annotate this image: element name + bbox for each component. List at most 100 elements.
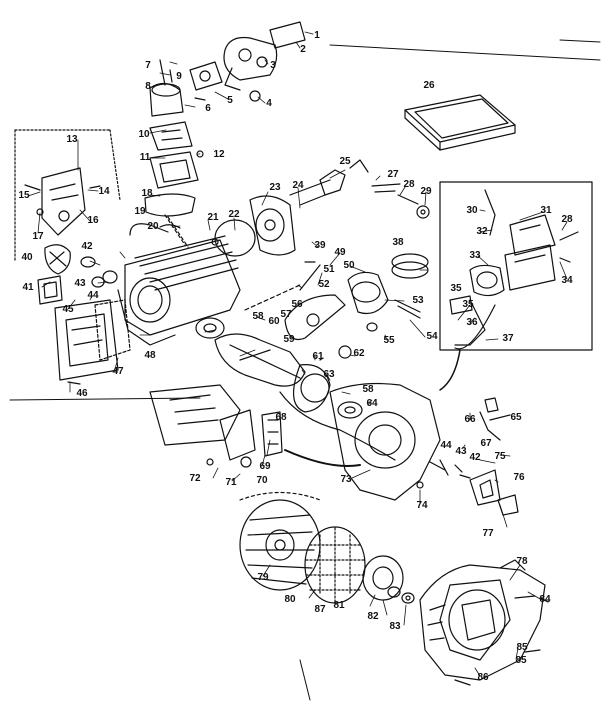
callout-80[interactable]: 80 bbox=[284, 594, 296, 605]
callout-59[interactable]: 59 bbox=[283, 334, 295, 345]
callout-70[interactable]: 70 bbox=[256, 475, 268, 486]
callout-44[interactable]: 44 bbox=[87, 290, 99, 301]
callout-31[interactable]: 31 bbox=[540, 205, 552, 216]
callout-67[interactable]: 67 bbox=[480, 438, 492, 449]
callout-56[interactable]: 56 bbox=[291, 299, 303, 310]
crankcase-group bbox=[149, 364, 519, 516]
callout-55[interactable]: 55 bbox=[383, 335, 395, 346]
callout-48[interactable]: 48 bbox=[144, 350, 156, 361]
callout-13[interactable]: 13 bbox=[66, 134, 78, 145]
callout-35[interactable]: 35 bbox=[450, 283, 462, 294]
callout-26[interactable]: 26 bbox=[423, 80, 435, 91]
callout-7[interactable]: 7 bbox=[145, 60, 151, 71]
callout-75[interactable]: 75 bbox=[494, 451, 506, 462]
callout-18[interactable]: 18 bbox=[141, 188, 153, 199]
callout-34[interactable]: 34 bbox=[561, 275, 573, 286]
callout-52[interactable]: 52 bbox=[318, 279, 330, 290]
callout-85[interactable]: 85 bbox=[515, 655, 527, 666]
callout-87[interactable]: 87 bbox=[314, 604, 326, 615]
handle-bracket-group bbox=[14, 129, 131, 385]
callout-27[interactable]: 27 bbox=[387, 169, 399, 180]
callout-69[interactable]: 69 bbox=[259, 461, 271, 472]
callout-65[interactable]: 65 bbox=[510, 412, 522, 423]
callout-37[interactable]: 37 bbox=[502, 333, 514, 344]
callout-42[interactable]: 42 bbox=[81, 241, 93, 252]
callout-4[interactable]: 4 bbox=[266, 98, 272, 109]
callout-83[interactable]: 83 bbox=[389, 621, 401, 632]
callout-42-crankcase[interactable]: 42 bbox=[469, 452, 481, 463]
callout-74[interactable]: 74 bbox=[416, 500, 428, 511]
callout-24[interactable]: 24 bbox=[292, 180, 304, 191]
callout-45[interactable]: 45 bbox=[62, 304, 74, 315]
callout-84[interactable]: 84 bbox=[539, 594, 551, 605]
callout-51[interactable]: 51 bbox=[323, 264, 335, 275]
callout-33[interactable]: 33 bbox=[469, 250, 481, 261]
leader-lines bbox=[27, 31, 568, 677]
callout-10[interactable]: 10 bbox=[138, 129, 150, 140]
callout-61[interactable]: 61 bbox=[312, 351, 324, 362]
callout-32[interactable]: 32 bbox=[476, 226, 488, 237]
callout-68[interactable]: 68 bbox=[275, 412, 287, 423]
callout-71[interactable]: 71 bbox=[225, 477, 237, 488]
callout-57[interactable]: 57 bbox=[280, 309, 292, 320]
callout-38[interactable]: 38 bbox=[392, 237, 404, 248]
callout-28[interactable]: 28 bbox=[403, 179, 415, 190]
callout-46[interactable]: 46 bbox=[76, 388, 88, 399]
callout-64[interactable]: 64 bbox=[366, 398, 378, 409]
callout-53[interactable]: 53 bbox=[412, 295, 424, 306]
callout-81[interactable]: 81 bbox=[333, 600, 345, 611]
carburetor-group bbox=[144, 21, 306, 248]
callout-44-crankcase[interactable]: 44 bbox=[440, 440, 452, 451]
callout-60[interactable]: 60 bbox=[268, 316, 280, 327]
callout-62[interactable]: 62 bbox=[353, 348, 365, 359]
callout-3[interactable]: 3 bbox=[270, 60, 276, 71]
callout-79[interactable]: 79 bbox=[257, 572, 269, 583]
callout-82[interactable]: 82 bbox=[367, 611, 379, 622]
callout-35-ignition[interactable]: 35 bbox=[462, 299, 474, 310]
callout-43[interactable]: 43 bbox=[74, 278, 86, 289]
callout-15[interactable]: 15 bbox=[18, 190, 30, 201]
callout-12[interactable]: 12 bbox=[213, 149, 225, 160]
callout-39[interactable]: 39 bbox=[314, 240, 326, 251]
callout-40[interactable]: 40 bbox=[21, 252, 33, 263]
callout-23[interactable]: 23 bbox=[269, 182, 281, 193]
callout-43-crankcase[interactable]: 43 bbox=[455, 446, 467, 457]
callout-17[interactable]: 17 bbox=[32, 231, 44, 242]
callout-5[interactable]: 5 bbox=[227, 95, 233, 106]
callout-1[interactable]: 1 bbox=[314, 30, 320, 41]
callout-22[interactable]: 22 bbox=[228, 209, 240, 220]
callout-58[interactable]: 58 bbox=[252, 311, 264, 322]
page-edge-lines bbox=[9, 39, 601, 701]
callout-16[interactable]: 16 bbox=[87, 215, 99, 226]
callout-54[interactable]: 54 bbox=[426, 331, 438, 342]
callout-66[interactable]: 66 bbox=[464, 414, 476, 425]
callout-78[interactable]: 78 bbox=[516, 556, 528, 567]
callout-28-ignition[interactable]: 28 bbox=[561, 214, 573, 225]
callout-47[interactable]: 47 bbox=[112, 366, 124, 377]
callout-73[interactable]: 73 bbox=[340, 474, 352, 485]
callout-85-starter[interactable]: 85 bbox=[516, 642, 528, 653]
callout-14[interactable]: 14 bbox=[98, 186, 110, 197]
callout-49[interactable]: 49 bbox=[334, 247, 346, 258]
callout-86[interactable]: 86 bbox=[477, 672, 489, 683]
callout-20[interactable]: 20 bbox=[147, 221, 159, 232]
callout-2[interactable]: 2 bbox=[300, 44, 306, 55]
callout-63[interactable]: 63 bbox=[323, 369, 335, 380]
air-filter bbox=[404, 94, 516, 151]
callout-21[interactable]: 21 bbox=[207, 212, 219, 223]
callout-36[interactable]: 36 bbox=[466, 317, 478, 328]
callout-77[interactable]: 77 bbox=[482, 528, 494, 539]
callout-11[interactable]: 11 bbox=[139, 152, 151, 163]
callout-50[interactable]: 50 bbox=[343, 260, 355, 271]
callout-30[interactable]: 30 bbox=[466, 205, 478, 216]
callout-72[interactable]: 72 bbox=[189, 473, 201, 484]
callout-8[interactable]: 8 bbox=[145, 81, 151, 92]
callout-76[interactable]: 76 bbox=[513, 472, 525, 483]
callout-29[interactable]: 29 bbox=[420, 186, 432, 197]
callout-6[interactable]: 6 bbox=[205, 103, 211, 114]
callout-41[interactable]: 41 bbox=[22, 282, 34, 293]
callout-25[interactable]: 25 bbox=[339, 156, 351, 167]
callout-19[interactable]: 19 bbox=[134, 206, 146, 217]
callout-58-crankcase[interactable]: 58 bbox=[362, 384, 374, 395]
callout-9[interactable]: 9 bbox=[176, 71, 182, 82]
